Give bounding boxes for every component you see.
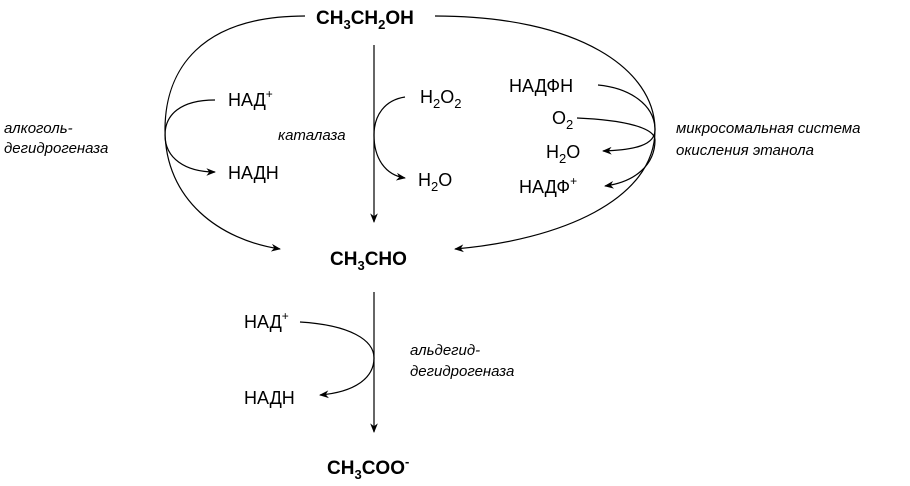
o2-label: O2 — [552, 108, 573, 132]
meos-o2-arrow — [576, 117, 656, 189]
nadp-plus-label: НАДФ+ — [519, 174, 577, 197]
h2o2-label: H2O2 — [420, 87, 461, 111]
meos-enzyme-line2: окисления этанола — [676, 142, 814, 159]
nad-plus-bottom: НАД+ — [244, 309, 289, 332]
adh-enzyme-line1: алкоголь- — [4, 120, 73, 137]
nadh-bottom: НАДН — [244, 388, 295, 408]
nadh-left: НАДН — [228, 163, 279, 183]
acetate-label: CH3COO- — [327, 454, 409, 482]
ethanol-label: CH3CH2OH — [316, 8, 414, 32]
nadph-label: НАДФН — [509, 76, 573, 96]
meos-arrow — [434, 15, 656, 253]
catalase-label: каталаза — [278, 127, 346, 144]
aldh-enzyme-line2: дегидрогеназа — [410, 363, 514, 380]
adh-cofactor-arrow — [164, 99, 216, 176]
h2o-right-label: H2O — [546, 142, 580, 166]
meos-nadph-arrow — [597, 84, 656, 155]
nad-plus-left: НАД+ — [228, 87, 273, 110]
meos-enzyme-line1: микросомальная система — [676, 120, 860, 137]
h2o-middle-label: H2O — [418, 170, 452, 194]
catalase-cofactor-arrow — [373, 96, 406, 181]
adh-enzyme-line2: дегидрогеназа — [4, 140, 108, 157]
aldh-cofactor-arrow — [299, 321, 375, 399]
acetaldehyde-label: CH3CHO — [330, 249, 407, 273]
aldh-enzyme-line1: альдегид- — [410, 342, 480, 359]
